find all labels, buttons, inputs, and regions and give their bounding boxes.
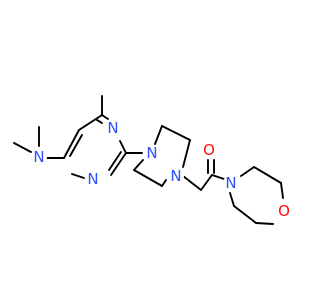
atom-label: N	[33, 148, 44, 166]
atom-label: N	[107, 119, 118, 137]
bond	[78, 114, 103, 131]
bond	[280, 182, 284, 199]
bond	[69, 134, 83, 157]
bond	[182, 139, 191, 168]
bond	[211, 174, 225, 180]
atom-label: N	[87, 170, 98, 188]
bond	[255, 222, 274, 225]
molecule-structure: N N N N N O N O	[13, 95, 292, 225]
atom-n-pyrimidine-1: N	[105, 119, 121, 137]
atom-n-dimethyl: N	[31, 148, 47, 166]
bond	[119, 140, 127, 154]
bond	[96, 119, 103, 124]
bond	[13, 142, 32, 153]
atom-n-piperazine-1: N	[144, 144, 160, 162]
bond	[154, 125, 163, 145]
bond	[71, 173, 85, 179]
bond	[161, 179, 167, 187]
atom-label: O	[203, 141, 215, 159]
bond	[133, 169, 163, 187]
bond	[253, 166, 282, 184]
bond	[233, 205, 257, 224]
atom-o-morpholine: O	[276, 202, 292, 220]
bond	[110, 152, 127, 176]
atom-n-morpholine: N	[223, 174, 239, 192]
bond	[101, 114, 109, 120]
atom-label: O	[278, 202, 290, 220]
bond	[63, 129, 80, 159]
bonds	[13, 95, 284, 225]
bond	[240, 166, 255, 177]
bond	[133, 159, 144, 171]
atom-n-piperazine-2: N	[168, 167, 184, 185]
atom-label: N	[225, 174, 236, 192]
bond	[161, 125, 191, 141]
atom-label: N	[146, 144, 157, 162]
bond	[200, 174, 213, 191]
atom-o-carbonyl: O	[201, 141, 217, 159]
atom-label: N	[170, 167, 181, 185]
atom-labels: N N N N N O N O	[31, 119, 292, 220]
bond	[108, 151, 122, 171]
bond	[182, 175, 202, 191]
bond	[229, 192, 235, 207]
atom-n-pyrimidine-2: N	[85, 170, 101, 188]
